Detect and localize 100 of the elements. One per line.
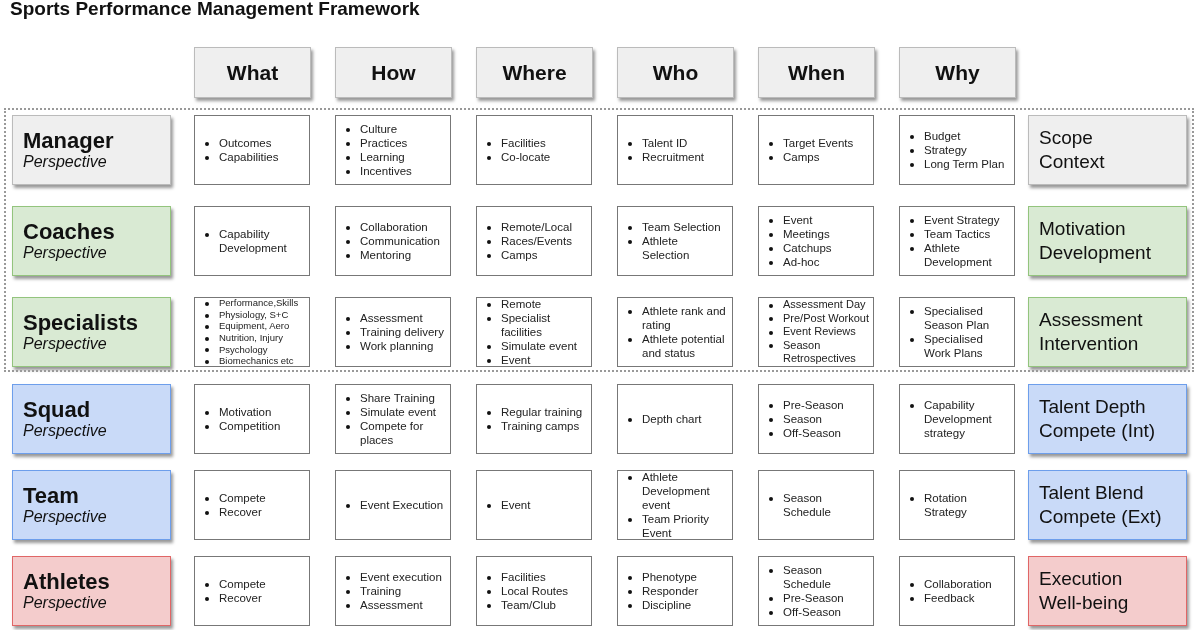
bullet-item: Specialised Work Plans (924, 332, 984, 361)
bullet-item: Regular training (501, 405, 583, 419)
content-box (335, 297, 451, 367)
row-subtitle: Perspective (23, 594, 108, 613)
bullet-item: Camps (783, 150, 820, 164)
bullet-item: Facilities (501, 569, 546, 584)
focus-box (1028, 115, 1187, 185)
content-box (617, 206, 733, 276)
row-subtitle: Perspective (23, 508, 108, 527)
focus-label: Well-being (1039, 591, 1130, 615)
bullet-item: Assessment (360, 310, 423, 325)
bullet-item: Off-Season (783, 426, 841, 440)
bullet-item: Pre/Post Workout (783, 311, 869, 326)
content-box (899, 115, 1015, 185)
content-box (758, 206, 874, 276)
column-header (335, 47, 452, 98)
bullet-item: Incentives (360, 164, 412, 179)
bullet-item: Long Term Plan (924, 157, 1005, 171)
bullet-item: Event Reviews (783, 325, 856, 339)
bullet-item: Meetings (783, 227, 830, 241)
row-header (12, 470, 171, 540)
bullet-item: Specialist facilities (501, 311, 552, 339)
focus-label: Motivation (1039, 217, 1127, 241)
bullet-item: Event (501, 353, 531, 366)
row-title: Team (23, 483, 80, 509)
bullet-item: Work planning (360, 339, 434, 353)
bullet-item: Budget (924, 128, 961, 143)
focus-label: Talent Depth (1039, 395, 1147, 419)
bullet-item: Culture (360, 121, 398, 136)
header-label: When (787, 60, 846, 85)
row-subtitle: Perspective (23, 335, 108, 354)
bullet-item: Season Schedule (783, 562, 832, 591)
focus-box (1028, 206, 1187, 276)
bullet-item: Psychology (219, 343, 268, 356)
content-box (476, 384, 592, 454)
content-box (617, 556, 733, 626)
bullet-item: Team/Club (501, 598, 556, 612)
focus-label: Development (1039, 241, 1152, 265)
bullet-item: Physiology, S+C (219, 308, 289, 321)
content-box (476, 470, 592, 540)
focus-box (1028, 556, 1187, 626)
column-header (194, 47, 311, 98)
header-label: Why (935, 60, 980, 85)
bullet-item: Event Execution (360, 498, 444, 512)
bullet-item: Assessment Day (783, 298, 866, 312)
bullet-item: Mentoring (360, 248, 412, 262)
focus-label: Scope (1039, 126, 1094, 150)
content-box (617, 115, 733, 185)
bullet-item: Co-locate (501, 150, 551, 164)
bullet-item: Responder (642, 584, 699, 598)
content-box (899, 556, 1015, 626)
bullet-item: Learning (360, 150, 405, 164)
bullet-item: Remote/Local (501, 219, 572, 234)
bullet-item: Event (501, 498, 531, 512)
bullet-item: Races/Events (501, 234, 572, 248)
content-box (335, 115, 451, 185)
row-subtitle: Perspective (23, 244, 108, 263)
bullet-item: Share Training (360, 390, 435, 405)
focus-label: Execution (1039, 567, 1124, 591)
focus-box (1028, 297, 1187, 367)
bullet-item: Pre-Season (783, 397, 844, 412)
bullet-item: Camps (501, 248, 538, 262)
column-header (899, 47, 1016, 98)
content-box (758, 384, 874, 454)
bullet-item: Team Priority Event (642, 512, 711, 539)
content-box (335, 470, 451, 540)
focus-label: Intervention (1039, 332, 1140, 356)
bullet-item: Assessment (360, 598, 423, 612)
content-box (617, 470, 733, 540)
content-box (476, 115, 592, 185)
bullet-item: Equipment, Aero (219, 320, 290, 332)
row-header (12, 556, 171, 626)
bullet-item: Season Schedule (783, 491, 832, 519)
bullet-item: Season Retrospectives (783, 338, 857, 366)
content-box (194, 297, 310, 367)
bullet-item: Competition (219, 419, 281, 433)
bullet-item: Catchups (783, 241, 832, 255)
row-title: Athletes (23, 569, 111, 595)
header-label: Who (652, 60, 699, 85)
content-box (476, 297, 592, 367)
bullet-item: Local Routes (501, 584, 569, 598)
focus-box (1028, 384, 1187, 454)
bullet-item: Remote (501, 298, 542, 311)
row-header (12, 384, 171, 454)
bullet-item: Athlete rank and rating (642, 303, 727, 332)
content-box (335, 384, 451, 454)
bullet-item: Facilities (501, 136, 546, 150)
bullet-item: Target Events (783, 136, 854, 150)
bullet-item: Capabilities (219, 150, 279, 164)
bullet-item: Recover (219, 505, 262, 519)
bullet-item: Athlete potential and status (642, 332, 726, 361)
row-title: Coaches (23, 219, 116, 245)
bullet-item: Athlete Selection (642, 234, 691, 262)
bullet-item: Depth chart (642, 412, 702, 426)
bullet-item: Practices (360, 136, 408, 150)
bullet-item: Team Tactics (924, 227, 991, 241)
bullet-item: Ad-hoc (783, 255, 820, 270)
bullet-item: Compete (219, 491, 266, 505)
bullet-item: Performance,Skills (219, 298, 299, 309)
bullet-item: Strategy (924, 143, 967, 157)
